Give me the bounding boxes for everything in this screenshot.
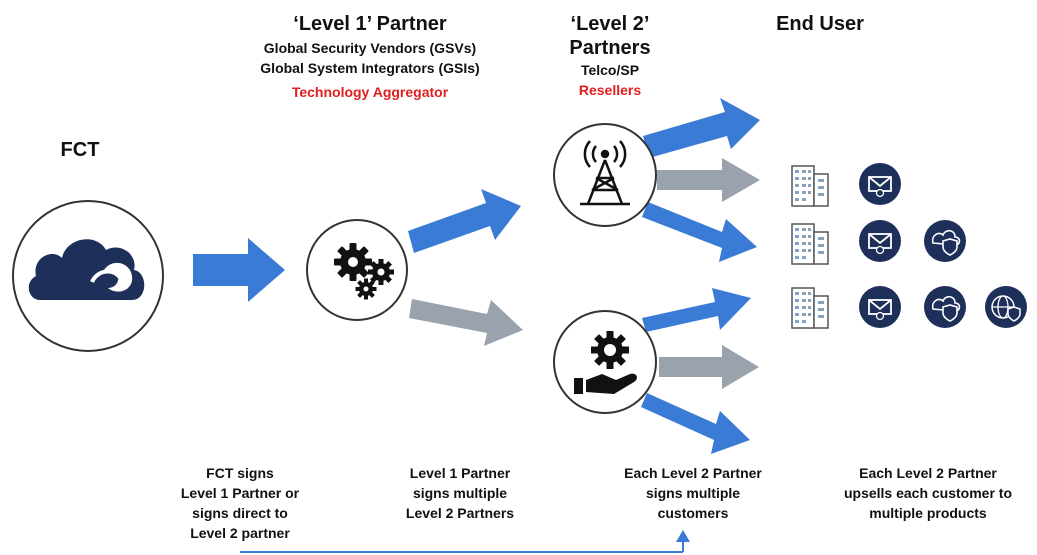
- arrow-telco-mid: [657, 158, 760, 202]
- caption-end-user-line2: upsells each customer to: [843, 485, 1013, 501]
- caption-fct-line2: Level 1 Partner or: [180, 485, 300, 501]
- end-user-title: End User: [776, 13, 864, 35]
- arrow-reseller-down: [641, 393, 750, 454]
- email-security-icon: [859, 220, 901, 262]
- fct-title: FCT: [60, 139, 100, 161]
- customer-row-3: [791, 286, 1027, 329]
- caption-level1: Level 1 Partner signs multiple Level 2 P…: [375, 463, 545, 523]
- caption-fct: FCT signs Level 1 Partner or signs direc…: [160, 463, 320, 543]
- bottom-connector: [240, 530, 690, 553]
- arrow-fct-to-level1: [193, 238, 285, 302]
- globe-shield-icon: [985, 286, 1027, 328]
- arrow-level1-to-reseller: [409, 299, 523, 346]
- caption-level2-line1: Each Level 2 Partner: [624, 465, 762, 481]
- level1-node: [306, 219, 408, 321]
- arrow-reseller-up: [642, 288, 751, 332]
- level2-title-line2: Partners: [569, 37, 651, 59]
- cloud-shield-icon: [924, 220, 966, 262]
- caption-level1-line3: Level 2 Partners: [405, 505, 515, 521]
- level2-line1: Telco/SP: [580, 62, 640, 78]
- cloud-shield-icon: [924, 286, 966, 328]
- level1-title: ‘Level 1’ Partner: [293, 13, 447, 35]
- level2-highlight: Resellers: [578, 82, 642, 98]
- arrow-level1-to-telco: [408, 189, 521, 253]
- caption-level1-line1: Level 1 Partner: [409, 465, 511, 481]
- caption-level2: Each Level 2 Partner signs multiple cust…: [598, 463, 788, 523]
- customer-row-2: [791, 220, 966, 265]
- caption-level1-line2: signs multiple: [412, 485, 508, 501]
- level2-header: ‘Level 2’ Partners Telco/SP Resellers: [540, 12, 680, 100]
- level2-title-line1: ‘Level 2’: [570, 13, 650, 35]
- arrow-telco-up: [643, 98, 760, 158]
- caption-fct-line1: FCT signs: [206, 465, 274, 481]
- arrow-reseller-mid: [659, 345, 759, 389]
- caption-end-user: Each Level 2 Partner upsells each custom…: [828, 463, 1028, 523]
- cloud-logo-icon: [28, 239, 145, 300]
- office-building-icon: [791, 165, 829, 207]
- office-building-icon: [791, 287, 829, 329]
- fct-node: [12, 200, 164, 352]
- level1-header: ‘Level 1’ Partner Global Security Vendor…: [230, 12, 510, 102]
- radio-tower-icon: [580, 140, 630, 206]
- reseller-node: [553, 310, 657, 414]
- caption-end-user-line3: multiple products: [869, 505, 987, 521]
- telco-node: [553, 123, 657, 227]
- level1-line2: Global System Integrators (GSIs): [260, 60, 480, 76]
- customer-row-1: [791, 163, 901, 207]
- caption-level2-line3: customers: [657, 505, 729, 521]
- caption-fct-line4: Level 2 partner: [190, 525, 290, 541]
- email-security-icon: [859, 163, 901, 205]
- arrow-telco-down: [642, 202, 757, 262]
- hand-gear-icon: [574, 331, 637, 394]
- office-building-icon: [791, 223, 829, 265]
- level1-highlight: Technology Aggregator: [291, 84, 449, 100]
- email-security-icon: [859, 286, 901, 328]
- caption-fct-line3: signs direct to: [192, 505, 288, 521]
- caption-end-user-line1: Each Level 2 Partner: [859, 465, 997, 481]
- gears-icon: [334, 243, 394, 300]
- caption-level2-line2: signs multiple: [645, 485, 741, 501]
- level1-line1: Global Security Vendors (GSVs): [263, 40, 477, 56]
